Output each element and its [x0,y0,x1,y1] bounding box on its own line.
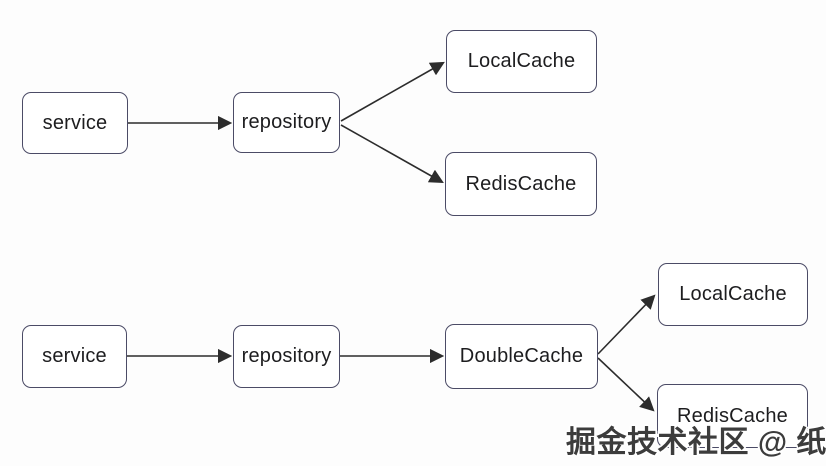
watermark-text: 掘金技术社区 @ 纸月 [566,426,826,459]
node-repository-bottom: repository [233,325,340,388]
arrow-d1-repository-to-rediscache [340,124,444,184]
node-repository-top: repository [233,92,340,153]
node-rediscache-top: RedisCache [445,152,597,216]
node-localcache-bottom: LocalCache [658,263,808,326]
node-service-bottom: service [22,325,127,388]
node-rediscache-bottom: RedisCache [657,384,808,448]
node-localcache-top: LocalCache [446,30,597,93]
arrow-d2-doublecache-to-localcache [597,294,656,355]
arrow-d1-repository-to-localcache [340,61,445,122]
node-doublecache-bottom: DoubleCache [445,324,598,389]
arrow-d2-doublecache-to-rediscache [597,357,655,412]
node-service-top: service [22,92,128,154]
